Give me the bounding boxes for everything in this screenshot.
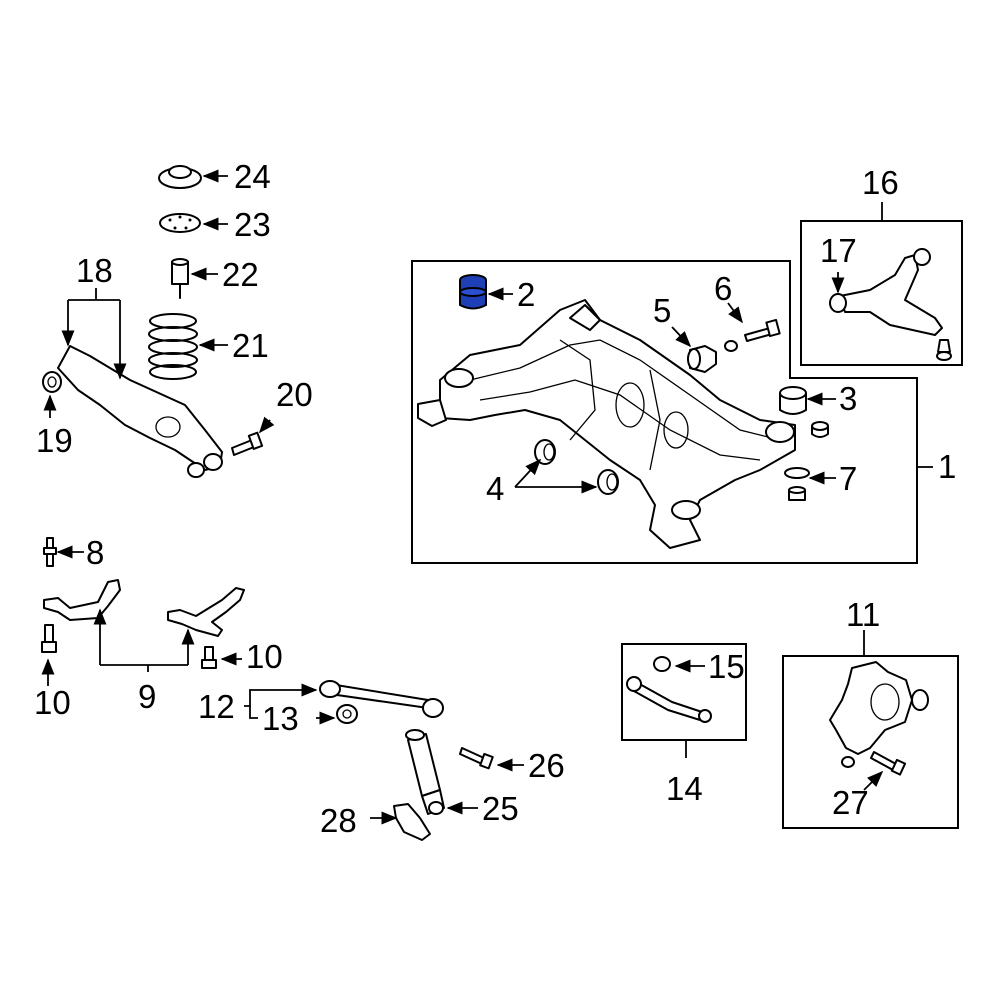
callout-12: 12 [198, 688, 235, 725]
callout-11: 11 [846, 596, 880, 633]
crossmember [417, 299, 796, 549]
bolt-10-left [41, 624, 57, 653]
bolt-20 [231, 431, 264, 456]
spring-seat-upper [158, 165, 202, 189]
bracket-28 [393, 803, 431, 841]
callout-10-right: 10 [246, 638, 283, 675]
bolt-26 [459, 747, 494, 770]
callout-7: 7 [839, 460, 857, 497]
callout-16: 16 [862, 164, 899, 201]
bolt-6 [744, 318, 781, 342]
callout-24: 24 [234, 158, 271, 195]
callout-27: 27 [832, 784, 869, 821]
callout-1: 1 [938, 448, 956, 485]
callout-9: 9 [138, 678, 156, 715]
callout-18: 18 [76, 252, 113, 289]
bushing-3 [779, 386, 829, 438]
callout-5: 5 [653, 292, 671, 329]
callout-23: 23 [234, 206, 271, 243]
coil-spring [148, 313, 198, 380]
callout-6: 6 [714, 270, 732, 307]
bushing-5 [687, 340, 738, 373]
shock-absorber [405, 729, 445, 815]
callout-10-left: 10 [34, 684, 71, 721]
washer-nut-7 [784, 467, 810, 501]
callout-labels: 1 2 3 4 5 6 7 8 9 10 10 11 12 13 14 15 1… [34, 158, 956, 839]
callout-3: 3 [839, 380, 857, 417]
callout-25: 25 [482, 790, 519, 827]
trailing-arm [42, 345, 223, 478]
callout-14: 14 [666, 770, 703, 807]
callout-13: 13 [262, 700, 299, 737]
control-link [319, 680, 444, 724]
knuckle [829, 661, 929, 768]
callout-8: 8 [86, 534, 104, 571]
bushing-highlighted [459, 274, 487, 310]
callout-4: 4 [486, 470, 504, 507]
bolt-10-right [201, 646, 217, 669]
crossmember-box [411, 260, 918, 564]
callout-19: 19 [36, 422, 73, 459]
callout-21: 21 [232, 327, 269, 364]
callout-17: 17 [820, 232, 857, 269]
lateral-link [626, 656, 712, 723]
spring-seat-lower [159, 213, 201, 233]
upper-control-arm [829, 248, 952, 361]
bolt-8 [43, 537, 57, 567]
lateral-link-box [621, 643, 747, 741]
callout-22: 22 [222, 256, 259, 293]
knuckle-box [782, 655, 959, 829]
leaders [41, 169, 933, 825]
bolt-27 [870, 751, 907, 776]
callout-28: 28 [320, 802, 357, 839]
callout-2: 2 [517, 276, 535, 313]
bushings-4 [534, 439, 619, 495]
callout-26: 26 [528, 747, 565, 784]
bump-stop [171, 258, 189, 299]
brackets-9 [43, 579, 245, 637]
callout-20: 20 [276, 376, 313, 413]
callout-15: 15 [708, 648, 745, 685]
